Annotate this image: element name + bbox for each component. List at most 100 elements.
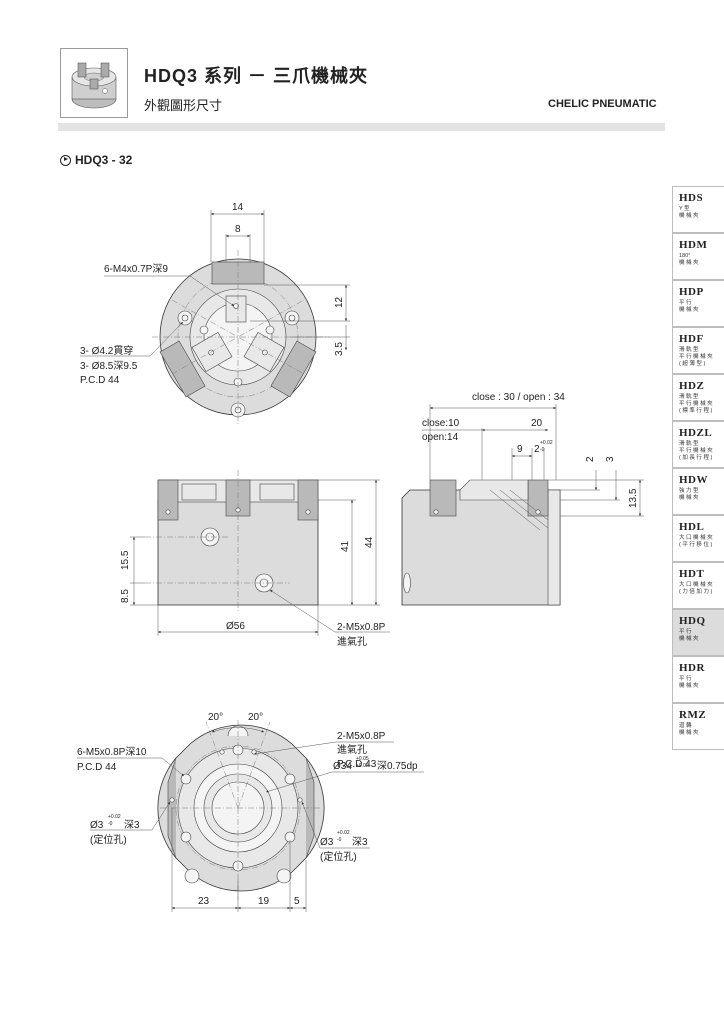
model-heading: HDQ3 - 32 [60, 153, 132, 167]
sidebar-item-code: HDT [679, 568, 705, 580]
page-title: HDQ3 系列 － 三爪機械夾 [144, 66, 369, 86]
bottom-pcd2-callout: P.C.D 43 [337, 759, 377, 770]
sidebar-item-hdq[interactable]: HDQ 平 行 機 械 夾 [672, 609, 724, 656]
dim-2-tol: 2 [534, 444, 540, 455]
dim-dia-34-depth: 深0.75dp [377, 760, 418, 772]
series-sidebar: HDS Y 型 機 械 夾 HDM 180° 機 械 夾 HDP 平 行 機 械 夾 HDF… [672, 186, 724, 750]
dim-13-5: 13.5 [628, 488, 639, 508]
dim-8-5: 8.5 [120, 589, 131, 603]
sidebar-item-desc: 平 行 機 械 夾 [679, 300, 699, 313]
sidebar-item-hdr[interactable]: HDR 平 行 機 械 夾 [672, 656, 724, 703]
dim-dia-34-up: +0.05 [356, 756, 369, 762]
brand-name: CHELIC PNEUMATIC [548, 98, 657, 110]
top-jaw-right [159, 331, 233, 398]
front-port-callout: 2-M5x0.8P [337, 622, 386, 633]
sidebar-item-code: HDR [679, 662, 705, 674]
pin-left-depth: 深3 [124, 819, 140, 831]
sidebar-item-hdp[interactable]: HDP 平 行 機 械 夾 [672, 280, 724, 327]
sidebar-item-code: HDZL [679, 427, 713, 439]
sidebar-item-code: HDM [679, 239, 708, 251]
pin-right-dia: Ø3 [320, 837, 334, 848]
header-divider [58, 123, 665, 131]
pin-left-label: (定位孔) [90, 833, 127, 846]
cbore-callout: 3- Ø8.5深9.5 [80, 360, 138, 372]
dim-2-tol-up: +0.02 [540, 440, 553, 446]
dim-2-tol-dn: -0 [540, 447, 545, 453]
sidebar-item-desc: 強 力 型 機 械 夾 [679, 488, 699, 501]
sidebar-item-hdt[interactable]: HDT 大 口 機 械 夾 ( 力 倍 加 力 ) [672, 562, 724, 609]
sidebar-item-rmz[interactable]: RMZ 迴 轉 機 械 夾 [672, 703, 724, 750]
dim-3: 3 [605, 456, 616, 462]
dim-15-5: 15.5 [120, 550, 131, 570]
sidebar-item-desc: 滑 軌 型 平 行 機 械 夾 ( 標 準 行 程 ) [679, 394, 713, 414]
pin-right-label: (定位孔) [320, 850, 357, 863]
sidebar-item-desc: 平 行 機 械 夾 [679, 629, 699, 642]
sidebar-item-code: HDZ [679, 380, 705, 392]
pin-right-up: +0.02 [337, 830, 350, 836]
sidebar-item-code: RMZ [679, 709, 707, 721]
sidebar-item-code: HDP [679, 286, 704, 298]
sidebar-item-hdw[interactable]: HDW 強 力 型 機 械 夾 [672, 468, 724, 515]
sidebar-item-desc: 平 行 機 械 夾 [679, 676, 699, 689]
pin-left-dn: -0 [108, 821, 113, 827]
side-view: close : 30 / open : 34 close:10 open:14 … [401, 392, 644, 606]
sidebar-item-code: HDQ [679, 615, 706, 627]
sidebar-item-hdf[interactable]: HDF 滑 軌 型 平 行 機 械 夾 ( 超 薄 型 ) [672, 327, 724, 374]
sidebar-item-desc: 迴 轉 機 械 夾 [679, 723, 699, 736]
sidebar-item-desc: 大 口 機 械 夾 ( 平 行 移 位 ) [679, 535, 713, 548]
pin-right-dn: -0 [337, 837, 342, 843]
dim-20: 20 [531, 418, 543, 429]
dim-dia-34-dn: +0.02 [356, 763, 369, 769]
dim-2: 2 [585, 456, 596, 462]
dim-8: 8 [235, 224, 241, 235]
sidebar-item-hdzl[interactable]: HDZL 滑 軌 型 平 行 機 械 夾 ( 加 長 行 程 ) [672, 421, 724, 468]
sidebar-item-code: HDL [679, 521, 705, 533]
gripper-thumbnail-icon [71, 62, 117, 109]
sidebar-item-code: HDW [679, 474, 708, 486]
sidebar-item-hds[interactable]: HDS Y 型 機 械 夾 [672, 186, 724, 233]
sidebar-item-code: HDS [679, 192, 704, 204]
front-view: 41 44 15.5 8.5 Ø56 2-M5x0.8P 進氣孔 [120, 470, 390, 648]
sidebar-item-hdz[interactable]: HDZ 滑 軌 型 平 行 機 械 夾 ( 標 準 行 程 ) [672, 374, 724, 421]
close-callout: close:10 [422, 418, 460, 429]
sidebar-item-desc: 滑 軌 型 平 行 機 械 夾 ( 加 長 行 程 ) [679, 441, 713, 461]
sidebar-item-hdl[interactable]: HDL 大 口 機 械 夾 ( 平 行 移 位 ) [672, 515, 724, 562]
play-circle-icon [60, 154, 71, 166]
sidebar-item-desc: 滑 軌 型 平 行 機 械 夾 ( 超 薄 型 ) [679, 347, 713, 367]
dim-12: 12 [334, 296, 345, 308]
sidebar-item-hdm[interactable]: HDM 180° 機 械 夾 [672, 233, 724, 280]
bottom-pcd1-callout: P.C.D 44 [77, 762, 117, 773]
page-subtitle: 外觀圖形尺寸 [144, 98, 223, 113]
dim-14: 14 [232, 202, 244, 213]
dim-dia-34: Ø34 [333, 761, 352, 772]
thru-hole-callout: 3- Ø4.2貫穿 [80, 344, 133, 357]
sidebar-item-code: HDF [679, 333, 704, 345]
product-thumbnail [60, 48, 128, 118]
bottom-thread-callout: 6-M5x0.8P深10 [77, 746, 147, 758]
dim-9: 9 [517, 444, 523, 455]
model-label: HDQ3 - 32 [75, 153, 133, 167]
bottom-port-callout: 2-M5x0.8P [337, 731, 386, 742]
sidebar-item-desc: 大 口 機 械 夾 ( 力 倍 加 力 ) [679, 582, 713, 595]
angle-right: 20° [248, 712, 263, 723]
top-view: 14 8 6-M4x0.7P深9 12 3.5 3- Ø4.2貫穿 3- Ø8.… [80, 202, 350, 425]
dim-dia-56: Ø56 [226, 621, 245, 632]
bottom-view: 20° 20° 6-M5x0.8P深10 P.C.D 44 2-M5x0.8P … [77, 712, 424, 912]
bottom-port-label: 進氣孔 [337, 743, 367, 756]
dim-19: 19 [258, 896, 270, 907]
open-callout: open:14 [422, 432, 459, 443]
top-thread-callout: 6-M4x0.7P深9 [104, 263, 168, 275]
sidebar-item-desc: 180° 機 械 夾 [679, 253, 699, 266]
dim-5: 5 [294, 896, 300, 907]
top-jaw-left [243, 331, 317, 398]
dim-3-5: 3.5 [334, 342, 345, 356]
pin-right-depth: 深3 [352, 836, 368, 848]
dim-44: 44 [364, 536, 375, 548]
stroke-callout: close : 30 / open : 34 [472, 392, 565, 403]
sidebar-item-desc: Y 型 機 械 夾 [679, 206, 699, 219]
pin-left-dia: Ø3 [90, 820, 104, 831]
front-port-label: 進氣孔 [337, 635, 367, 648]
dim-23: 23 [198, 896, 210, 907]
pin-left-up: +0.02 [108, 814, 121, 820]
